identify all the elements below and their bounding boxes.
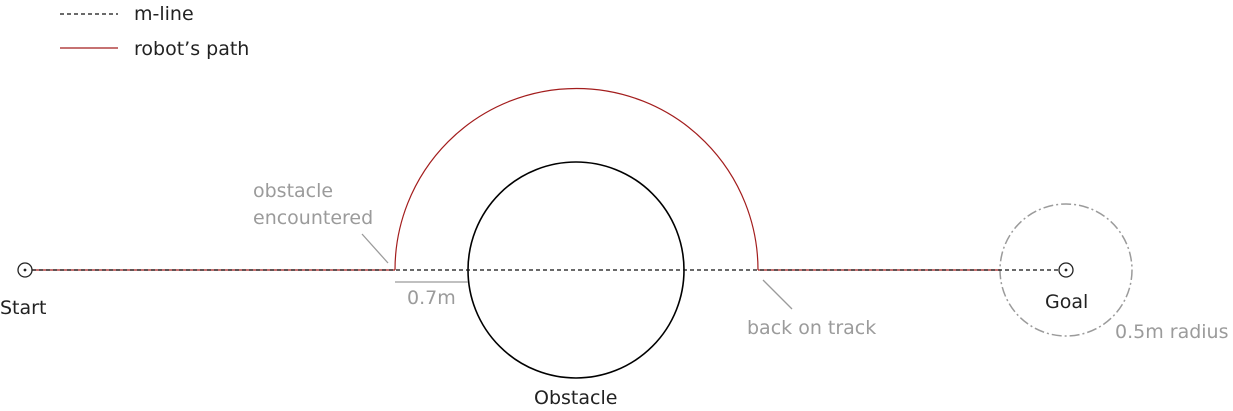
obstacle-encountered-annotation: obstacle encountered bbox=[253, 180, 389, 264]
goal-radius-label: 0.5m radius bbox=[1115, 321, 1229, 343]
clearance-label: 0.7m bbox=[407, 287, 456, 309]
start-label: Start bbox=[0, 297, 46, 319]
goal-label: Goal bbox=[1045, 291, 1088, 313]
obstacle-encountered-pointer bbox=[361, 233, 389, 264]
legend-path-label: robot’s path bbox=[134, 38, 249, 60]
clearance-annotation: 0.7m bbox=[395, 281, 468, 309]
obstacle-label: Obstacle bbox=[534, 387, 617, 409]
legend-mline-label: m-line bbox=[134, 3, 194, 25]
start-marker bbox=[17, 262, 33, 278]
obstacle-encountered-label-line2: encountered bbox=[253, 207, 373, 229]
legend: m-line robot’s path bbox=[60, 3, 249, 60]
back-on-track-pointer bbox=[762, 279, 793, 310]
obstacle-encountered-label-line1: obstacle bbox=[253, 180, 333, 202]
back-on-track-label: back on track bbox=[747, 317, 876, 339]
robot-path-detour-arc bbox=[394, 87, 759, 271]
goal-marker bbox=[1058, 262, 1074, 278]
robot-path bbox=[25, 87, 1000, 271]
back-on-track-annotation: back on track bbox=[747, 279, 876, 339]
